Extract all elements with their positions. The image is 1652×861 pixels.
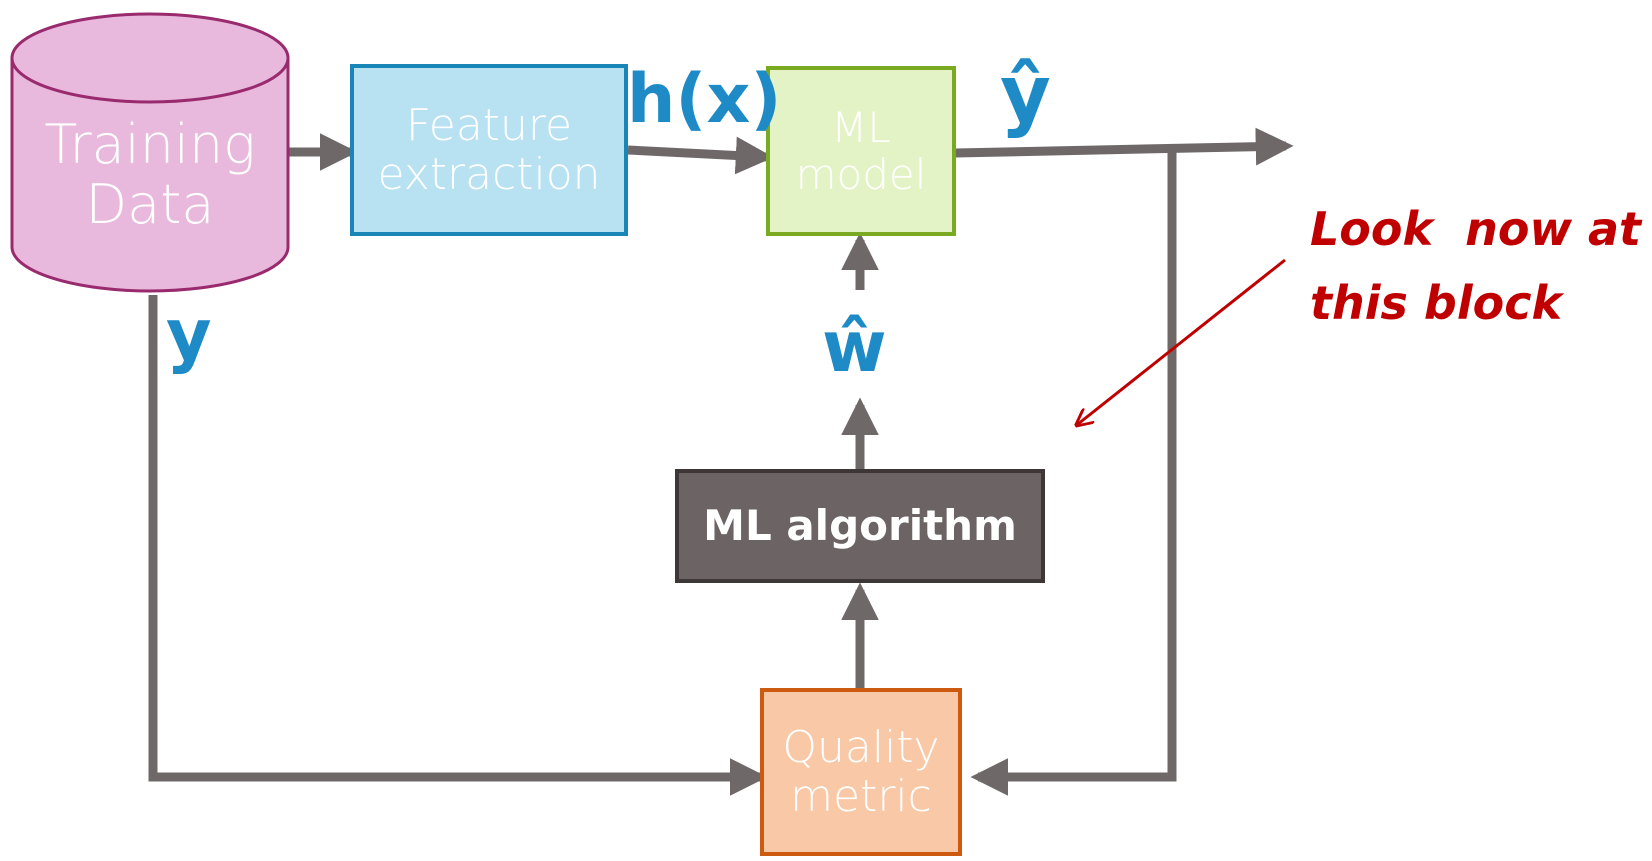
training-data-cylinder-body [10, 56, 290, 293]
quality-metric-label: Quality metric [762, 690, 960, 854]
training-data-label: Training Data [12, 105, 288, 245]
ml-algorithm-label: ML algorithm [677, 471, 1043, 581]
ml-model-box [766, 66, 956, 236]
training-data-label-line1: Training [44, 112, 256, 176]
feature-extraction-label-line1: Feature [405, 99, 573, 151]
ml-model-label-line2: model [795, 150, 927, 199]
ml-algorithm-box [675, 469, 1045, 583]
edge-target-to-quality [148, 295, 768, 796]
annotation-text: Look now at this block [1310, 192, 1641, 340]
annotation-arrow [1078, 258, 1286, 424]
annotation-line1: Look now at [1310, 202, 1642, 256]
edge-feature-to-model [627, 136, 774, 175]
ml-model-label: ML model [768, 68, 954, 234]
feature-extraction-box [350, 64, 628, 236]
quality-metric-box [760, 688, 962, 856]
edge-model-output [954, 127, 1294, 166]
training-data-database-icon [10, 12, 290, 293]
quality-metric-label-line2: metric [790, 771, 932, 822]
feature-extraction-label-line2: extraction [377, 149, 601, 200]
training-data-cylinder-top [10, 12, 290, 104]
feature-extraction-label: Feature extraction [352, 66, 626, 234]
weights-what-label: ŵ [822, 306, 887, 388]
quality-metric-label-line1: Quality [782, 721, 940, 773]
features-hx-label: h(x) [627, 60, 782, 139]
annotation-line2: this block [1310, 276, 1563, 330]
prediction-yhat-label: ŷ [1000, 50, 1051, 140]
target-y-label: y [166, 294, 212, 376]
training-data-label-line2: Data [85, 173, 215, 236]
ml-algorithm-label-text: ML algorithm [703, 501, 1017, 551]
edge-prediction-to-quality [970, 150, 1177, 796]
ml-model-label-line1: ML [831, 102, 891, 152]
